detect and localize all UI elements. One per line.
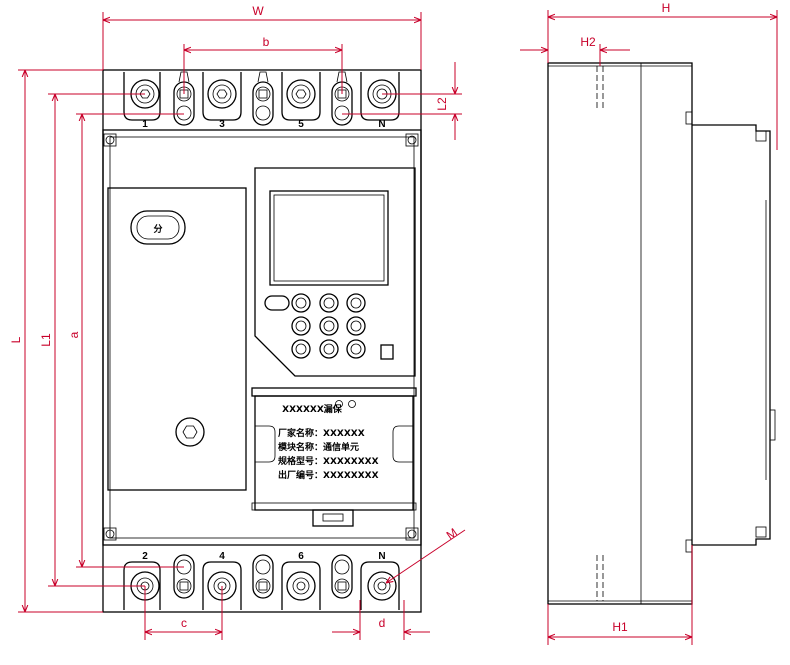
- key-button[interactable]: [346, 293, 366, 313]
- dim-l2: L2: [435, 97, 449, 111]
- trip-button[interactable]: 分: [130, 210, 186, 245]
- dim-h1: H1: [612, 620, 628, 634]
- terminal-label-4: 4: [219, 551, 225, 562]
- lcd-display: [269, 190, 389, 286]
- dim-h2: H2: [580, 35, 596, 49]
- nameplate-line: 规格型号：XXXXXXXX: [278, 455, 379, 467]
- indicator-square: [380, 344, 394, 360]
- bottom-terminals: 2 4 6 N: [123, 551, 400, 610]
- dim-c: c: [181, 616, 187, 630]
- nameplate-line: 厂家名称：XXXXXX: [278, 427, 365, 439]
- front-body: [102, 129, 422, 546]
- key-button[interactable]: [291, 316, 311, 336]
- trip-button-label: 分: [153, 223, 162, 235]
- dimension-lines: W b L L1 a L2 c d M H: [9, 1, 778, 645]
- dim-b: b: [263, 35, 270, 49]
- dim-l: L: [9, 336, 23, 343]
- dim-l1: L1: [39, 333, 53, 347]
- nameplate-title: XXXXXX漏保: [282, 403, 343, 415]
- nameplate-line: 模块名称：通信单元: [278, 441, 359, 453]
- comm-module: XXXXXX漏保 厂家名称：XXXXXX 模块名称：通信单元 规格型号：XXXX…: [251, 387, 417, 527]
- side-view: [547, 62, 776, 605]
- key-button[interactable]: [319, 293, 339, 313]
- terminal-label-5: 5: [298, 119, 304, 130]
- dim-d: d: [379, 616, 386, 630]
- terminal-label-3: 3: [219, 119, 225, 130]
- key-button[interactable]: [291, 293, 311, 313]
- terminal-label-1: 1: [142, 119, 148, 130]
- side-front-protrusion: [692, 124, 771, 546]
- dim-w: W: [252, 4, 264, 18]
- key-button[interactable]: [264, 295, 290, 311]
- dim-m: M: [444, 525, 460, 542]
- front-outline: [102, 69, 422, 613]
- handle-cover: [107, 187, 247, 491]
- terminal-label-n-bottom: N: [378, 551, 385, 562]
- corner-screws: [103, 133, 419, 541]
- key-button[interactable]: [319, 316, 339, 336]
- key-button[interactable]: [346, 339, 366, 359]
- terminal-label-n-top: N: [378, 119, 385, 130]
- hex-screw-icon: [175, 417, 205, 447]
- key-button[interactable]: [346, 316, 366, 336]
- terminal-label-6: 6: [298, 551, 304, 562]
- key-button[interactable]: [319, 339, 339, 359]
- dim-a: a: [67, 331, 81, 338]
- front-view: 1 3 5 N 2 4 6 N 分: [102, 69, 422, 613]
- nameplate-line: 出厂编号：XXXXXXXX: [278, 469, 379, 481]
- side-body: [547, 62, 693, 605]
- dim-h: H: [662, 1, 671, 15]
- control-panel: [254, 167, 416, 377]
- terminal-label-2: 2: [142, 551, 148, 562]
- key-button[interactable]: [291, 339, 311, 359]
- top-terminals: 1 3 5 N: [123, 71, 400, 130]
- keypad: [264, 293, 394, 360]
